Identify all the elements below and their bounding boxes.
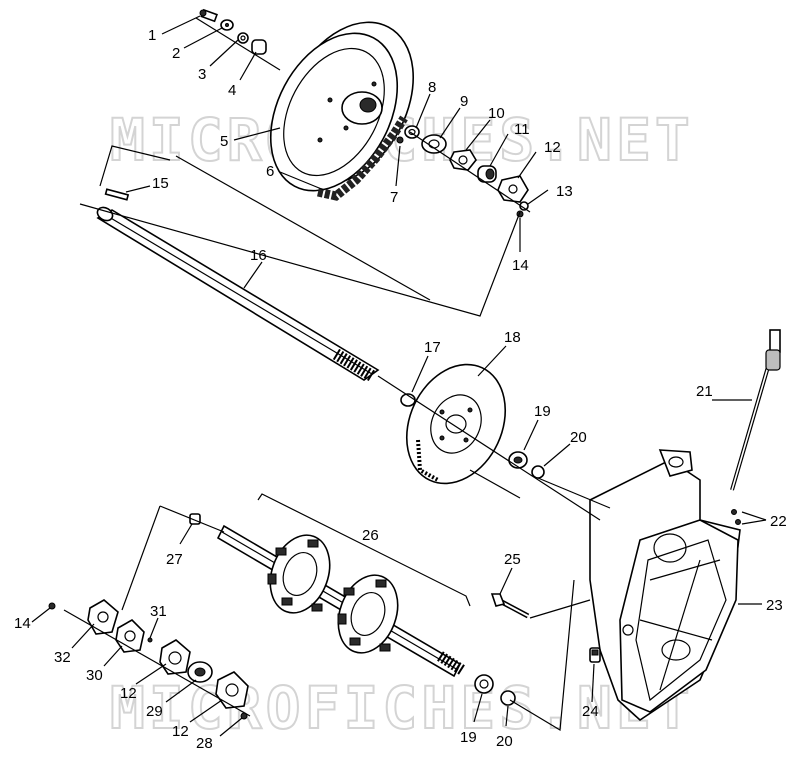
key-15 (104, 188, 130, 201)
bearing-11 (477, 165, 497, 183)
callout-30: 30 (86, 667, 103, 684)
chaincase-23 (589, 449, 741, 722)
spacer-4 (251, 39, 267, 55)
callout-19-bottom: 19 (460, 729, 477, 746)
callout-22: 22 (770, 513, 787, 530)
bearing-19-bottom (474, 674, 494, 694)
flange-32 (87, 599, 119, 635)
bolt-24 (589, 647, 601, 663)
oring-20-top (531, 465, 545, 479)
callout-31: 31 (150, 603, 167, 620)
speedometer-cable-21 (730, 329, 781, 491)
callout-9: 9 (460, 93, 468, 110)
drive-sprocket-right (337, 574, 399, 654)
brake-disc-18 (405, 363, 507, 485)
washer-2 (220, 19, 234, 31)
callout-18: 18 (504, 329, 521, 346)
washer-9 (421, 134, 447, 154)
callout-17: 17 (424, 339, 441, 356)
callout-12-top: 12 (544, 139, 561, 156)
callout-12-bottom: 12 (172, 723, 189, 740)
key-7 (396, 136, 404, 144)
callout-26: 26 (362, 527, 379, 544)
watermark-bottom: MICROFICHES.NET (110, 674, 694, 742)
callout-6: 6 (266, 163, 274, 180)
leader-lines (31, 15, 767, 737)
callout-3: 3 (198, 66, 206, 83)
callout-12-middle: 12 (120, 685, 137, 702)
bearing-19-top (508, 451, 528, 469)
callout-24: 24 (582, 703, 599, 720)
callout-20-top: 20 (570, 429, 587, 446)
bolt-1 (199, 8, 218, 23)
callout-14-bottom: 14 (14, 615, 31, 632)
callout-21: 21 (696, 383, 713, 400)
flange-12-bottom (215, 671, 249, 709)
callout-16: 16 (250, 247, 267, 264)
callout-27: 27 (166, 551, 183, 568)
callout-4: 4 (228, 82, 236, 99)
pin-31 (147, 637, 153, 643)
jackshaft-16 (96, 206, 380, 382)
callout-14-top: 14 (512, 257, 529, 274)
callout-2: 2 (172, 45, 180, 62)
callout-23: 23 (766, 597, 783, 614)
drive-shaft-26 (216, 524, 465, 678)
callout-10: 10 (488, 105, 505, 122)
callout-11: 11 (514, 121, 530, 138)
callout-32: 32 (54, 649, 71, 666)
callout-1: 1 (148, 27, 156, 44)
drive-sprocket-left (267, 534, 331, 614)
washer-3 (237, 32, 249, 44)
callout-7: 7 (390, 189, 398, 206)
callout-15: 15 (152, 175, 169, 192)
callout-8: 8 (428, 79, 436, 96)
callout-20-bottom: 20 (496, 733, 513, 750)
callout-5: 5 (220, 133, 228, 150)
callout-28: 28 (196, 735, 213, 752)
assembly-lines (63, 17, 611, 732)
nut-14-bottom (48, 602, 56, 610)
callout-25: 25 (504, 551, 521, 568)
bolt-25 (490, 593, 530, 619)
flange-12-middle (159, 639, 191, 675)
drive-chain (317, 115, 408, 201)
flange-12-top (497, 175, 529, 203)
callout-19-top: 19 (534, 403, 551, 420)
oring-20-bottom (500, 690, 516, 706)
screws-22 (731, 509, 741, 525)
callout-29: 29 (146, 703, 163, 720)
callout-13: 13 (556, 183, 573, 200)
bearing-29 (187, 661, 213, 683)
callout-numbers: 1 2 3 4 5 6 7 8 9 10 11 12 13 14 15 16 1… (14, 27, 787, 752)
